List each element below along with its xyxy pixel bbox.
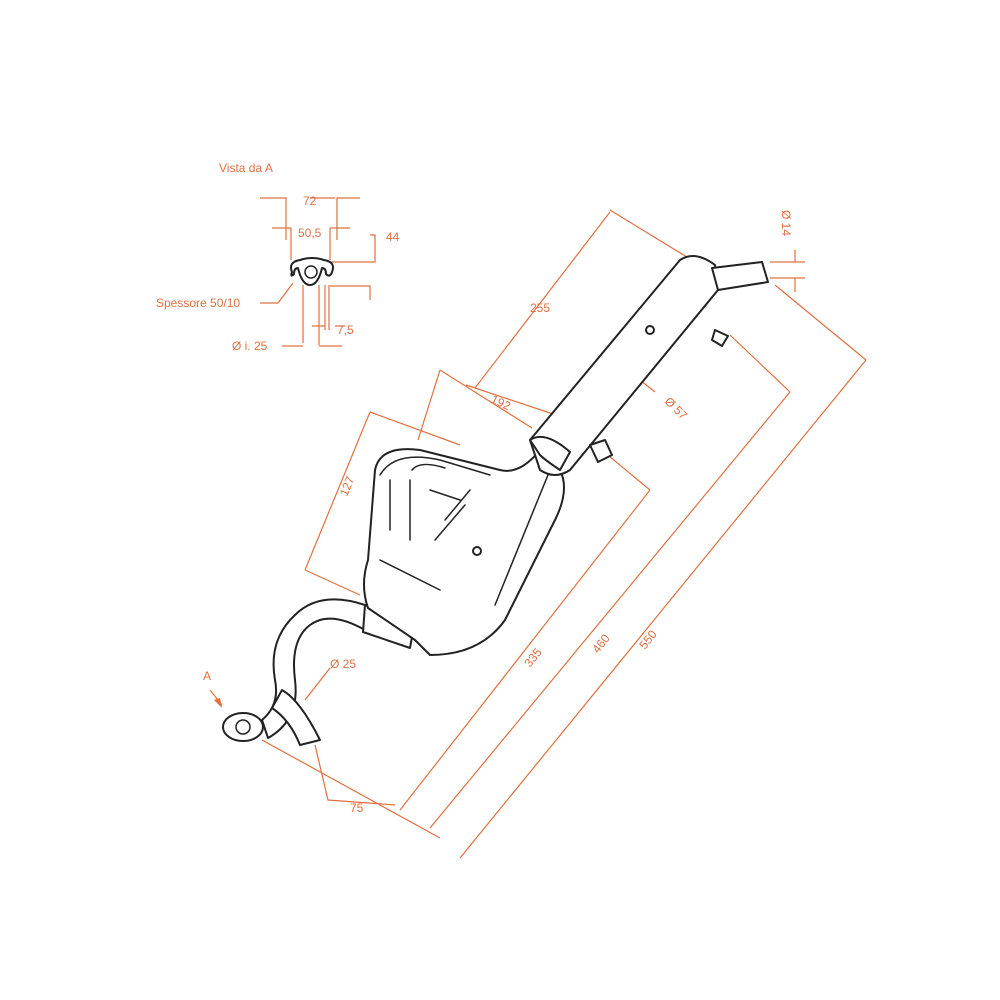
mounting-brackets [589,329,729,463]
dim-550: 550 [636,627,660,652]
dim-50-5: 50,5 [298,226,322,240]
pipe-clamp [529,436,571,471]
dim-inner-diameter: Ø i. 25 [232,339,268,353]
dim-diameter-57: Ø 57 [662,394,691,423]
inlet-flange [222,712,264,742]
flange-hole [304,265,318,279]
dim-diameter-25: Ø 25 [330,657,356,671]
muffler-body [363,448,565,656]
dim-75: 75 [350,801,364,815]
dim-127: 127 [337,474,358,498]
thickness-label: Spessore 50/10 [156,296,240,310]
dim-44: 44 [386,230,400,244]
flange-outline [290,257,334,286]
view-marker-a: A [203,669,211,683]
dim-460: 460 [589,631,613,656]
dim-192: 192 [489,392,513,413]
dim-diameter-14: Ø 14 [779,210,793,236]
dim-335: 335 [521,645,545,670]
flange-view: Vista da A 72 50,5 44 7,5 Ø i. 25 Spesso… [156,161,400,353]
mounting-bolt [472,546,482,556]
dim-72: 72 [303,194,317,208]
dim-255: 255 [530,301,550,315]
inlet-bend [271,689,321,746]
tail-tip [711,261,769,291]
exhaust-part [222,255,769,746]
dim-7-5: 7,5 [337,323,354,337]
view-label: Vista da A [219,161,273,175]
